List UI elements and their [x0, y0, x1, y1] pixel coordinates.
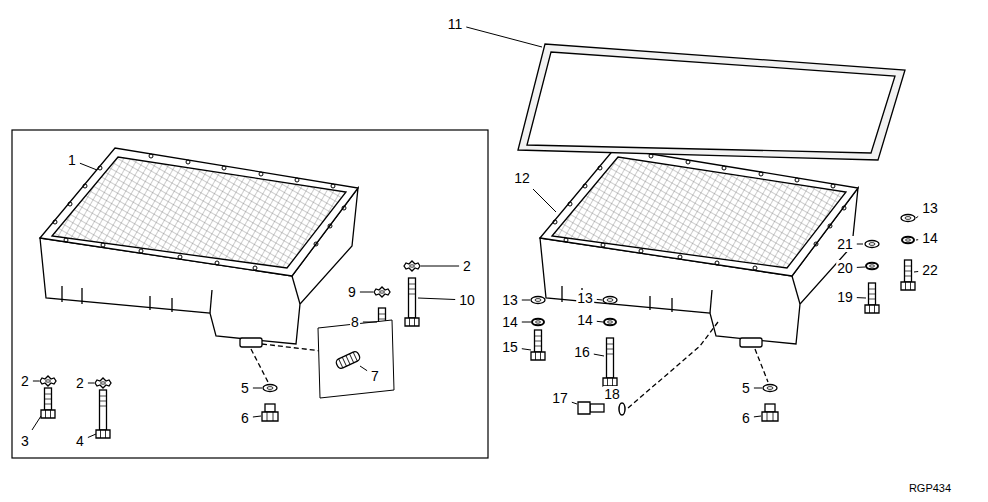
leader-line	[33, 381, 39, 382]
callout-number: 17	[551, 390, 569, 406]
callout-number: 2	[75, 375, 85, 391]
leader-line	[594, 354, 604, 356]
callout-number: 13	[501, 292, 519, 308]
callout-number: 20	[836, 260, 854, 276]
leader-line	[418, 298, 455, 300]
leader-line	[914, 271, 918, 273]
leader-line	[754, 416, 761, 418]
callout-number: 5	[741, 380, 751, 396]
leader-line	[88, 434, 96, 438]
callout-number: 14	[501, 314, 519, 330]
leader-line	[80, 163, 97, 170]
service-hardware	[531, 215, 915, 422]
callout-number: 4	[75, 433, 85, 449]
gasket	[518, 44, 905, 160]
leader-line	[360, 292, 373, 293]
callout-number: 21	[836, 236, 854, 252]
callout-number: 12	[513, 170, 531, 186]
callout-number: 10	[458, 292, 476, 308]
callout-number: 15	[501, 339, 519, 355]
leader-line	[522, 300, 530, 301]
leader-line	[597, 321, 603, 323]
leader-line	[533, 189, 556, 212]
leader-line	[754, 388, 762, 389]
leader-line	[363, 322, 377, 323]
callout-number: 13	[576, 290, 594, 306]
callout-number: 13	[921, 200, 939, 216]
callout-number: 6	[240, 410, 250, 426]
leader-line	[466, 27, 542, 47]
inset-frame	[12, 130, 488, 458]
figure-code: RGP434	[908, 480, 952, 496]
callout-number: 11	[447, 16, 464, 32]
leader-line	[857, 267, 865, 268]
callout-number: 6	[741, 410, 751, 426]
leader-line	[857, 244, 863, 245]
leader-line	[572, 402, 577, 404]
oil-pan	[40, 148, 358, 347]
leader-line	[421, 266, 459, 267]
callout-number: 22	[921, 262, 939, 278]
leader-line	[88, 383, 94, 384]
leader-line	[597, 299, 602, 301]
callout-number: 19	[836, 289, 854, 305]
callout-number: 14	[921, 230, 939, 246]
callout-number: 9	[347, 284, 357, 300]
leader-line	[32, 416, 41, 430]
leader-line	[857, 297, 866, 298]
leader-line	[253, 388, 262, 389]
callout-number: 14	[576, 312, 594, 328]
leader-line	[916, 216, 918, 218]
leader-lines	[32, 27, 918, 438]
inset-hardware	[40, 261, 420, 438]
leader-line	[360, 366, 367, 371]
callout-number: 18	[603, 386, 621, 402]
oil-pan	[540, 148, 858, 347]
callout-number: 5	[240, 380, 250, 396]
callout-number: 3	[20, 433, 30, 449]
callout-number: 16	[573, 344, 591, 360]
callout-number: 2	[20, 373, 30, 389]
callout-number: 1	[67, 152, 77, 168]
leader-line	[522, 322, 531, 323]
leader-line	[522, 349, 531, 350]
leader-line	[253, 416, 261, 417]
callout-number: 2	[462, 258, 472, 274]
leader-line	[916, 239, 918, 240]
callout-number: 7	[370, 368, 380, 384]
callout-number: 8	[350, 314, 360, 330]
